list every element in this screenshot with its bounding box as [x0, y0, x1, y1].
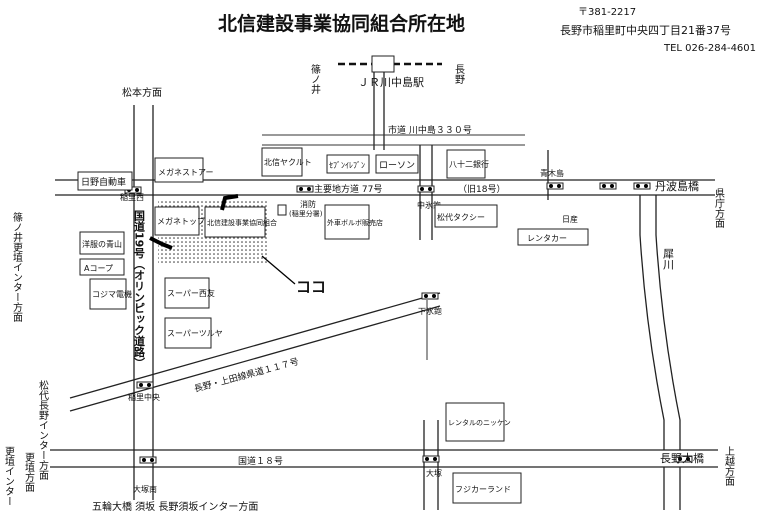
landmark-rentacar: レンタカー — [527, 234, 567, 243]
landmark-fire-branch: (稲里分署) — [289, 209, 323, 218]
landmark-tsuruya: スーパーツルヤ — [167, 329, 223, 338]
landmark-hokushin-union: 北信建設事業協同組合 — [207, 218, 277, 227]
landmark-kojima-box — [89, 278, 127, 310]
river-bank-east — [655, 195, 681, 450]
landmark-megane-store-box — [154, 157, 204, 183]
intersection-ootsukaminami: 大塚南 — [133, 484, 157, 494]
landmark-nikken-box — [445, 402, 505, 442]
landmark-aoyama: 洋服の青山 — [82, 239, 122, 249]
signal-icon — [599, 182, 617, 190]
fire-station-icon — [277, 204, 287, 216]
signal-icon — [417, 185, 435, 193]
address: 長野市稲里町中央四丁目21番37号 — [560, 23, 731, 37]
landmark-nikken: レンタルのニッケン — [448, 418, 511, 427]
landmark-tsuruya-box — [164, 317, 212, 349]
direction-koushoku: 更埴方面 — [23, 452, 35, 493]
route77-label: 主要地方道 77号 — [314, 183, 382, 195]
station-label: ＪＲ川中島駅 — [358, 75, 424, 89]
landmark-nishitomo: スーパー西友 — [167, 288, 215, 298]
direction-shinonoi-koushoku: 篠ノ井更埴インター方面 — [11, 211, 23, 323]
landmark-fire-station: 消防 — [300, 199, 316, 209]
postal-code: 〒381-2217 — [578, 7, 636, 18]
landmark-rentacar-box — [517, 228, 589, 246]
landmark-lawson: ローソン — [379, 161, 415, 171]
river-bank-west — [639, 195, 665, 450]
landmark-taxi-box — [434, 204, 498, 228]
station-building — [371, 55, 395, 73]
direction-shinonoi-top: 篠ノ井 — [309, 63, 321, 95]
landmark-fuji-box — [452, 472, 522, 504]
landmark-kojima: コジマ電機 — [92, 289, 132, 299]
landmark-seven-eleven-box — [326, 154, 370, 174]
landmark-hachijuni-box — [446, 149, 486, 179]
signal-icon — [546, 182, 564, 190]
landmark-saigawa: 犀川 — [662, 248, 675, 270]
landmark-fuji: フジカーランド — [455, 485, 511, 494]
signal-icon — [296, 185, 314, 193]
direction-bottom: 五輪大橋 須坂 長野須坂インター方面 — [92, 500, 258, 513]
route18-label: 国道１８号 — [238, 455, 283, 467]
landmark-hino: 日野自動車 — [81, 176, 126, 188]
landmark-megane-top: メガネトップ — [157, 216, 205, 226]
direction-kenchou: 県庁方面 — [713, 188, 725, 229]
route117-road-north — [69, 292, 441, 399]
direction-joetsu: 上越方面 — [723, 446, 735, 487]
landmark-aoyama-box — [79, 231, 125, 255]
intersection-inasato-nishi: 稲里西 — [120, 192, 144, 202]
intersection-inasato-chuo: 稲里中央 — [128, 392, 160, 402]
direction-koushoku-inter: 更埴インター — [3, 446, 15, 506]
route19-label: 国道19号（オリンピック道路） — [133, 210, 147, 369]
landmark-seven-eleven: ｾﾌﾞﾝｲﾚﾌﾞﾝ — [329, 161, 365, 170]
signal-icon — [633, 182, 651, 190]
arrow-route19-icon — [149, 236, 173, 250]
signal-icon — [136, 381, 154, 389]
landmark-megane-store: メガネストアー — [158, 167, 214, 177]
landmark-import-car: 外車ボルボ販売店 — [327, 218, 383, 227]
union-box — [204, 206, 266, 238]
signal-icon — [139, 456, 157, 464]
page-title: 北信建設事業協同組合所在地 — [218, 12, 465, 35]
landmark-nishitomo-box — [164, 277, 210, 309]
direction-matsushiro-nagano: 松代長野インター方面 — [37, 379, 49, 481]
telephone: TEL 026-284-4601 — [663, 43, 756, 54]
intersection-tanbajima-bridge: 丹波島橋 — [655, 179, 699, 193]
landmark-nissan: 日産 — [562, 214, 578, 224]
landmark-acoop: Aコープ — [84, 264, 113, 273]
landmark-yakult: 北信ヤクルト — [264, 157, 312, 167]
intersection-ootsuka: 大塚 — [426, 468, 442, 478]
signal-icon — [421, 292, 439, 300]
here-label: ココ — [296, 278, 326, 296]
direction-matsumoto: 松本方面 — [122, 86, 162, 99]
here-pointer — [261, 255, 296, 285]
signal-icon — [675, 455, 693, 463]
old18-label: （旧18号） — [458, 184, 505, 195]
intersection-aokijima: 青木島 — [540, 168, 564, 178]
direction-nagano-top: 長野 — [453, 64, 465, 84]
intersection-nagano-bridge: 長野大橋 — [660, 451, 704, 465]
landmark-megane-top-box — [154, 206, 200, 236]
landmark-hino-box — [77, 171, 133, 191]
intersection-shimohikama: 下氷鉋 — [418, 306, 442, 316]
landmark-acoop-box — [79, 258, 125, 276]
arrow-main-road-icon — [220, 194, 239, 211]
route330-label: 市道 川中島３３０号 — [388, 124, 472, 136]
traffic-light-icons — [124, 182, 693, 464]
landmark-yakult-box — [261, 147, 303, 177]
landmark-lawson-box — [375, 154, 419, 174]
landmark-import-car-box — [324, 204, 370, 240]
landmark-hachijuni: 八十二銀行 — [449, 159, 489, 169]
intersection-nakahikama: 中氷鉋 — [417, 200, 441, 210]
route117-road-south — [69, 305, 441, 412]
signal-icon — [422, 455, 440, 463]
landmark-taxi: 松代タクシー — [437, 212, 485, 222]
